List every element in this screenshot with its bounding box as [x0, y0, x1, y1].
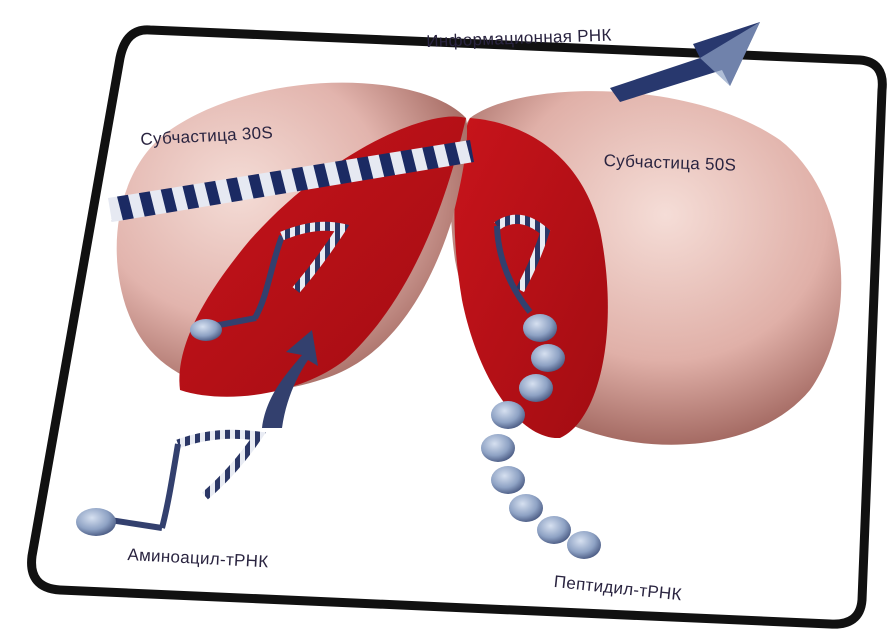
peptide-bead-icon	[567, 531, 601, 559]
peptide-bead-icon	[519, 374, 553, 402]
peptide-bead-icon	[491, 466, 525, 494]
peptide-bead-icon	[537, 516, 571, 544]
peptide-bead-icon	[523, 314, 557, 342]
subunit-50s	[451, 91, 841, 445]
peptide-bead-icon	[481, 434, 515, 462]
peptide-bead-icon	[531, 344, 565, 372]
peptide-bead-icon	[509, 494, 543, 522]
peptide-bead-icon	[491, 401, 525, 429]
